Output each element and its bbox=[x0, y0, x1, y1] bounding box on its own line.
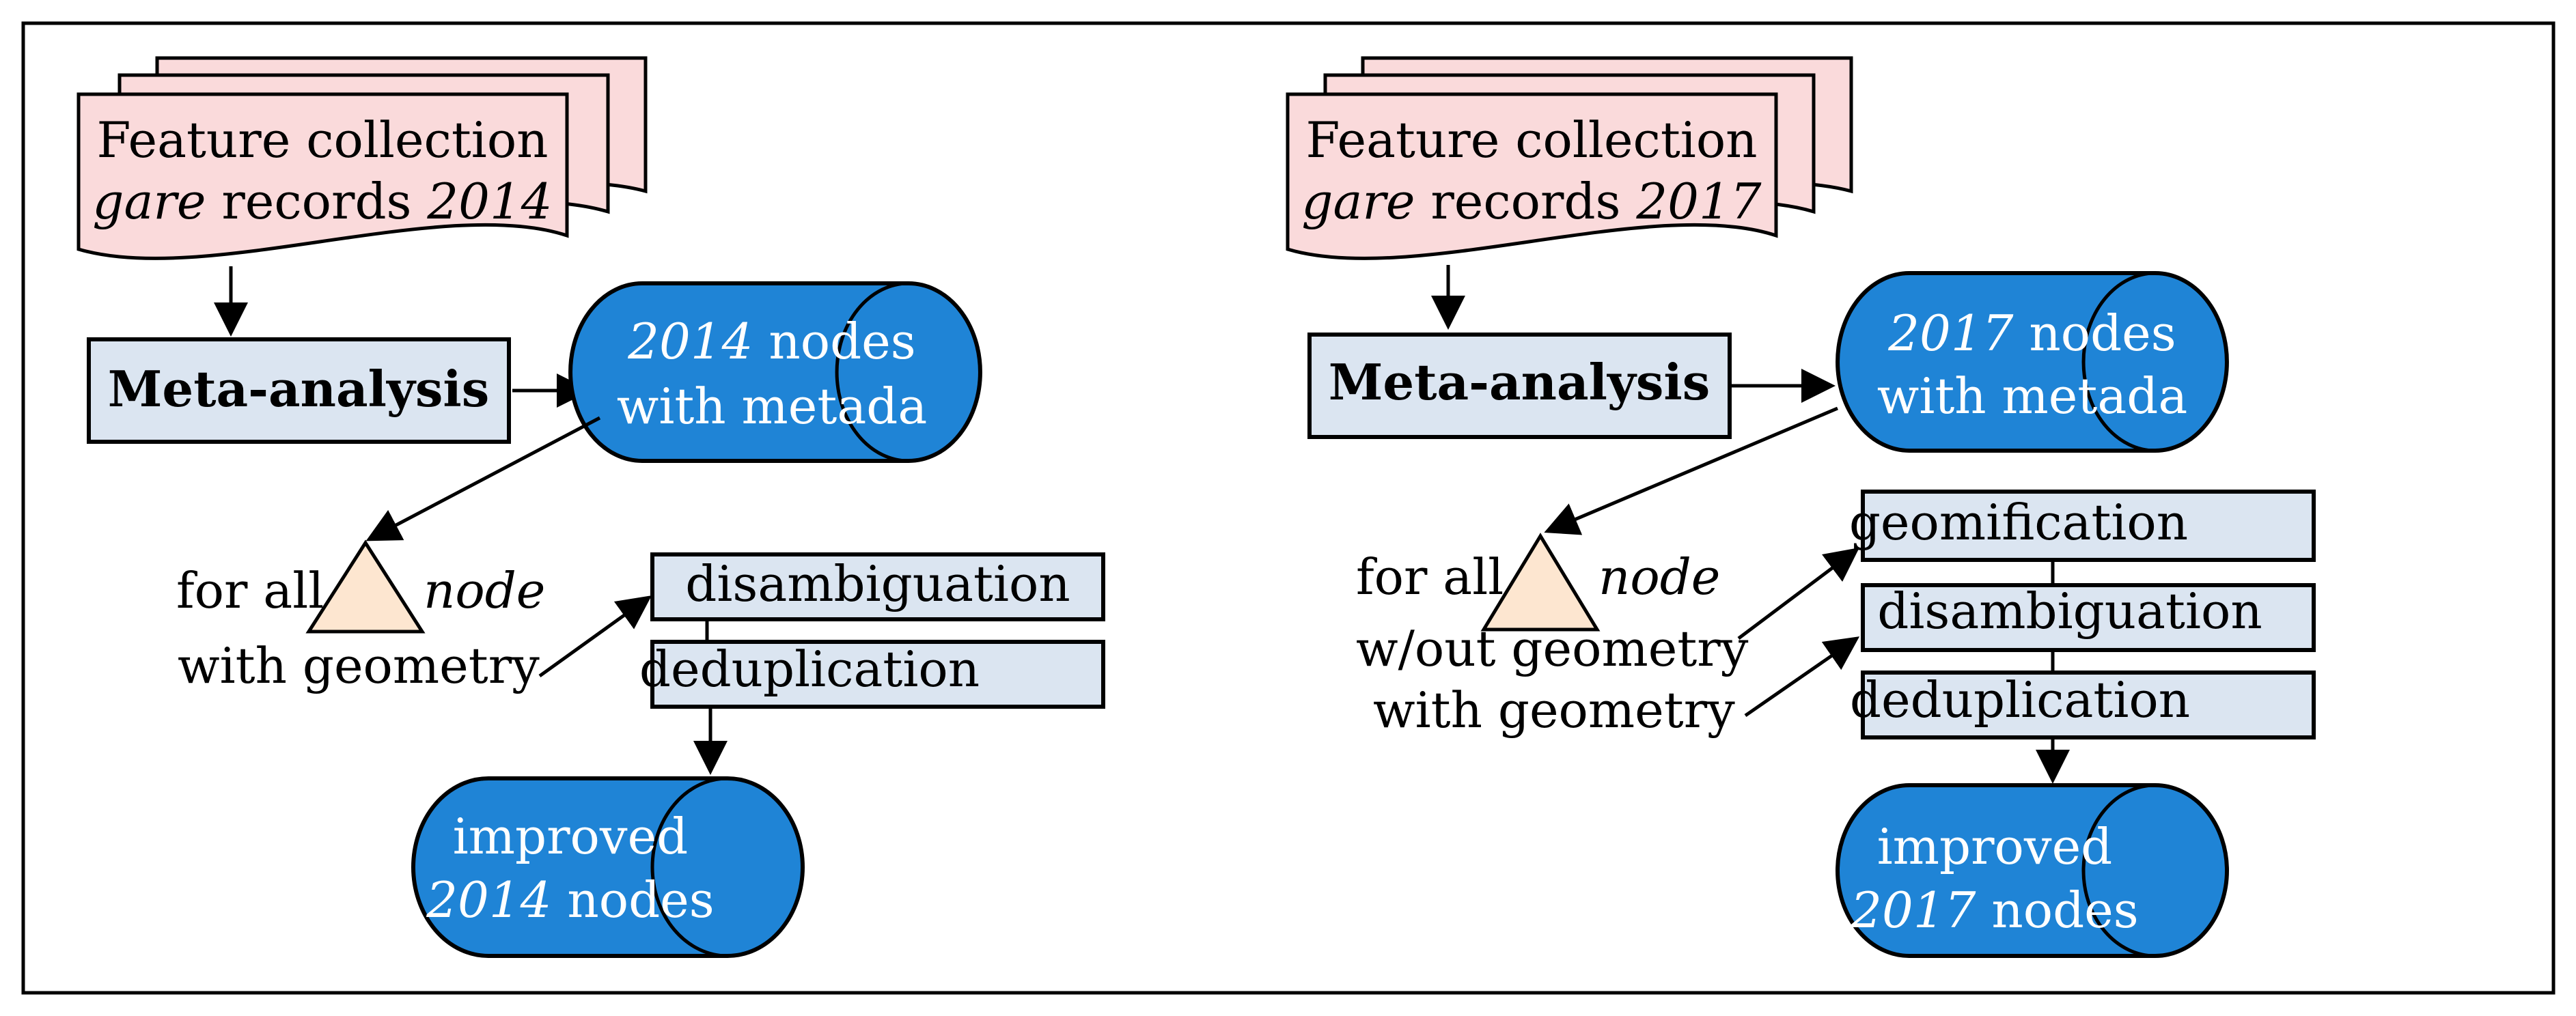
nodes-2017-cylinder: 2017 nodes with metada bbox=[1836, 271, 2229, 453]
with-geometry-label: with geometry bbox=[178, 637, 540, 694]
deduplication-box bbox=[1861, 671, 2316, 739]
loop-triangle bbox=[305, 539, 426, 634]
improved-label-line1: improved bbox=[453, 808, 689, 865]
deduplication-box bbox=[650, 640, 1105, 709]
arrow-geometry-to-disambiguation bbox=[538, 595, 652, 678]
for-all-label: for all bbox=[1356, 548, 1504, 606]
node-label: node bbox=[424, 562, 545, 619]
for-all-label: for all bbox=[176, 562, 324, 619]
cylinder-rim bbox=[2081, 783, 2156, 958]
cylinder-rim bbox=[650, 776, 728, 958]
meta-analysis-box bbox=[1307, 333, 1732, 439]
improved-label-line1: improved bbox=[1877, 818, 2113, 875]
panel-2014: Feature collection gare records 2014 Met… bbox=[77, 56, 1105, 958]
geomification-box bbox=[1861, 490, 2316, 562]
feature-collection-2014: Feature collection gare records 2014 bbox=[77, 56, 648, 260]
nodes-label-line1: 2014 nodes bbox=[627, 313, 916, 370]
panel-2017: Feature collection gare records 2017 Met… bbox=[1286, 56, 2316, 958]
arrow-nodes-to-loop bbox=[365, 416, 601, 541]
deduplication-label: deduplication bbox=[1850, 671, 2190, 729]
deduplication-label: deduplication bbox=[639, 640, 980, 698]
document-sheet-front bbox=[77, 92, 569, 260]
disambiguation-label: disambiguation bbox=[1877, 582, 2262, 640]
improved-label-line2: 2017 nodes bbox=[1850, 881, 2139, 939]
records-label-line2: gare records 2014 bbox=[92, 173, 552, 230]
with-geometry-label: with geometry bbox=[1373, 681, 1735, 739]
arrow-with-geometry-to-disambiguation bbox=[1744, 636, 1860, 718]
cylinder-rim bbox=[2081, 271, 2156, 453]
arrow-nodes-to-loop bbox=[1544, 406, 1838, 535]
records-label-line1: Feature collection bbox=[1305, 111, 1757, 169]
loop-triangle bbox=[1480, 533, 1601, 632]
improved-2014-cylinder: improved 2014 nodes bbox=[411, 776, 805, 958]
figure-frame bbox=[21, 21, 2556, 995]
cylinder-body bbox=[411, 776, 805, 958]
node-label: node bbox=[1598, 548, 1720, 606]
improved-label-line2: 2014 nodes bbox=[426, 871, 715, 929]
without-geometry-label: w/out geometry bbox=[1356, 620, 1749, 677]
arrow-without-geometry-to-geomification bbox=[1737, 547, 1859, 640]
nodes-label-line2: with metada bbox=[617, 378, 928, 435]
cylinder-rim bbox=[835, 281, 909, 463]
records-label-line1: Feature collection bbox=[96, 111, 548, 169]
meta-analysis-box bbox=[87, 337, 511, 444]
meta-analysis-label: Meta-analysis bbox=[108, 360, 490, 418]
geomification-label: geomification bbox=[1849, 494, 2188, 551]
meta-analysis-label: Meta-analysis bbox=[1329, 353, 1711, 411]
nodes-label-line1: 2017 nodes bbox=[1887, 305, 2176, 362]
disambiguation-box bbox=[650, 552, 1105, 621]
disambiguation-box bbox=[1861, 583, 2316, 652]
nodes-label-line2: with metada bbox=[1877, 367, 2188, 425]
nodes-2014-cylinder: 2014 nodes with metada bbox=[568, 281, 982, 463]
feature-collection-2017: Feature collection gare records 2017 bbox=[1286, 56, 1853, 260]
document-sheet-front bbox=[1286, 92, 1778, 260]
improved-2017-cylinder: improved 2017 nodes bbox=[1836, 783, 2229, 958]
disambiguation-label: disambiguation bbox=[685, 555, 1070, 612]
records-label-line2: gare records 2017 bbox=[1301, 173, 1761, 230]
